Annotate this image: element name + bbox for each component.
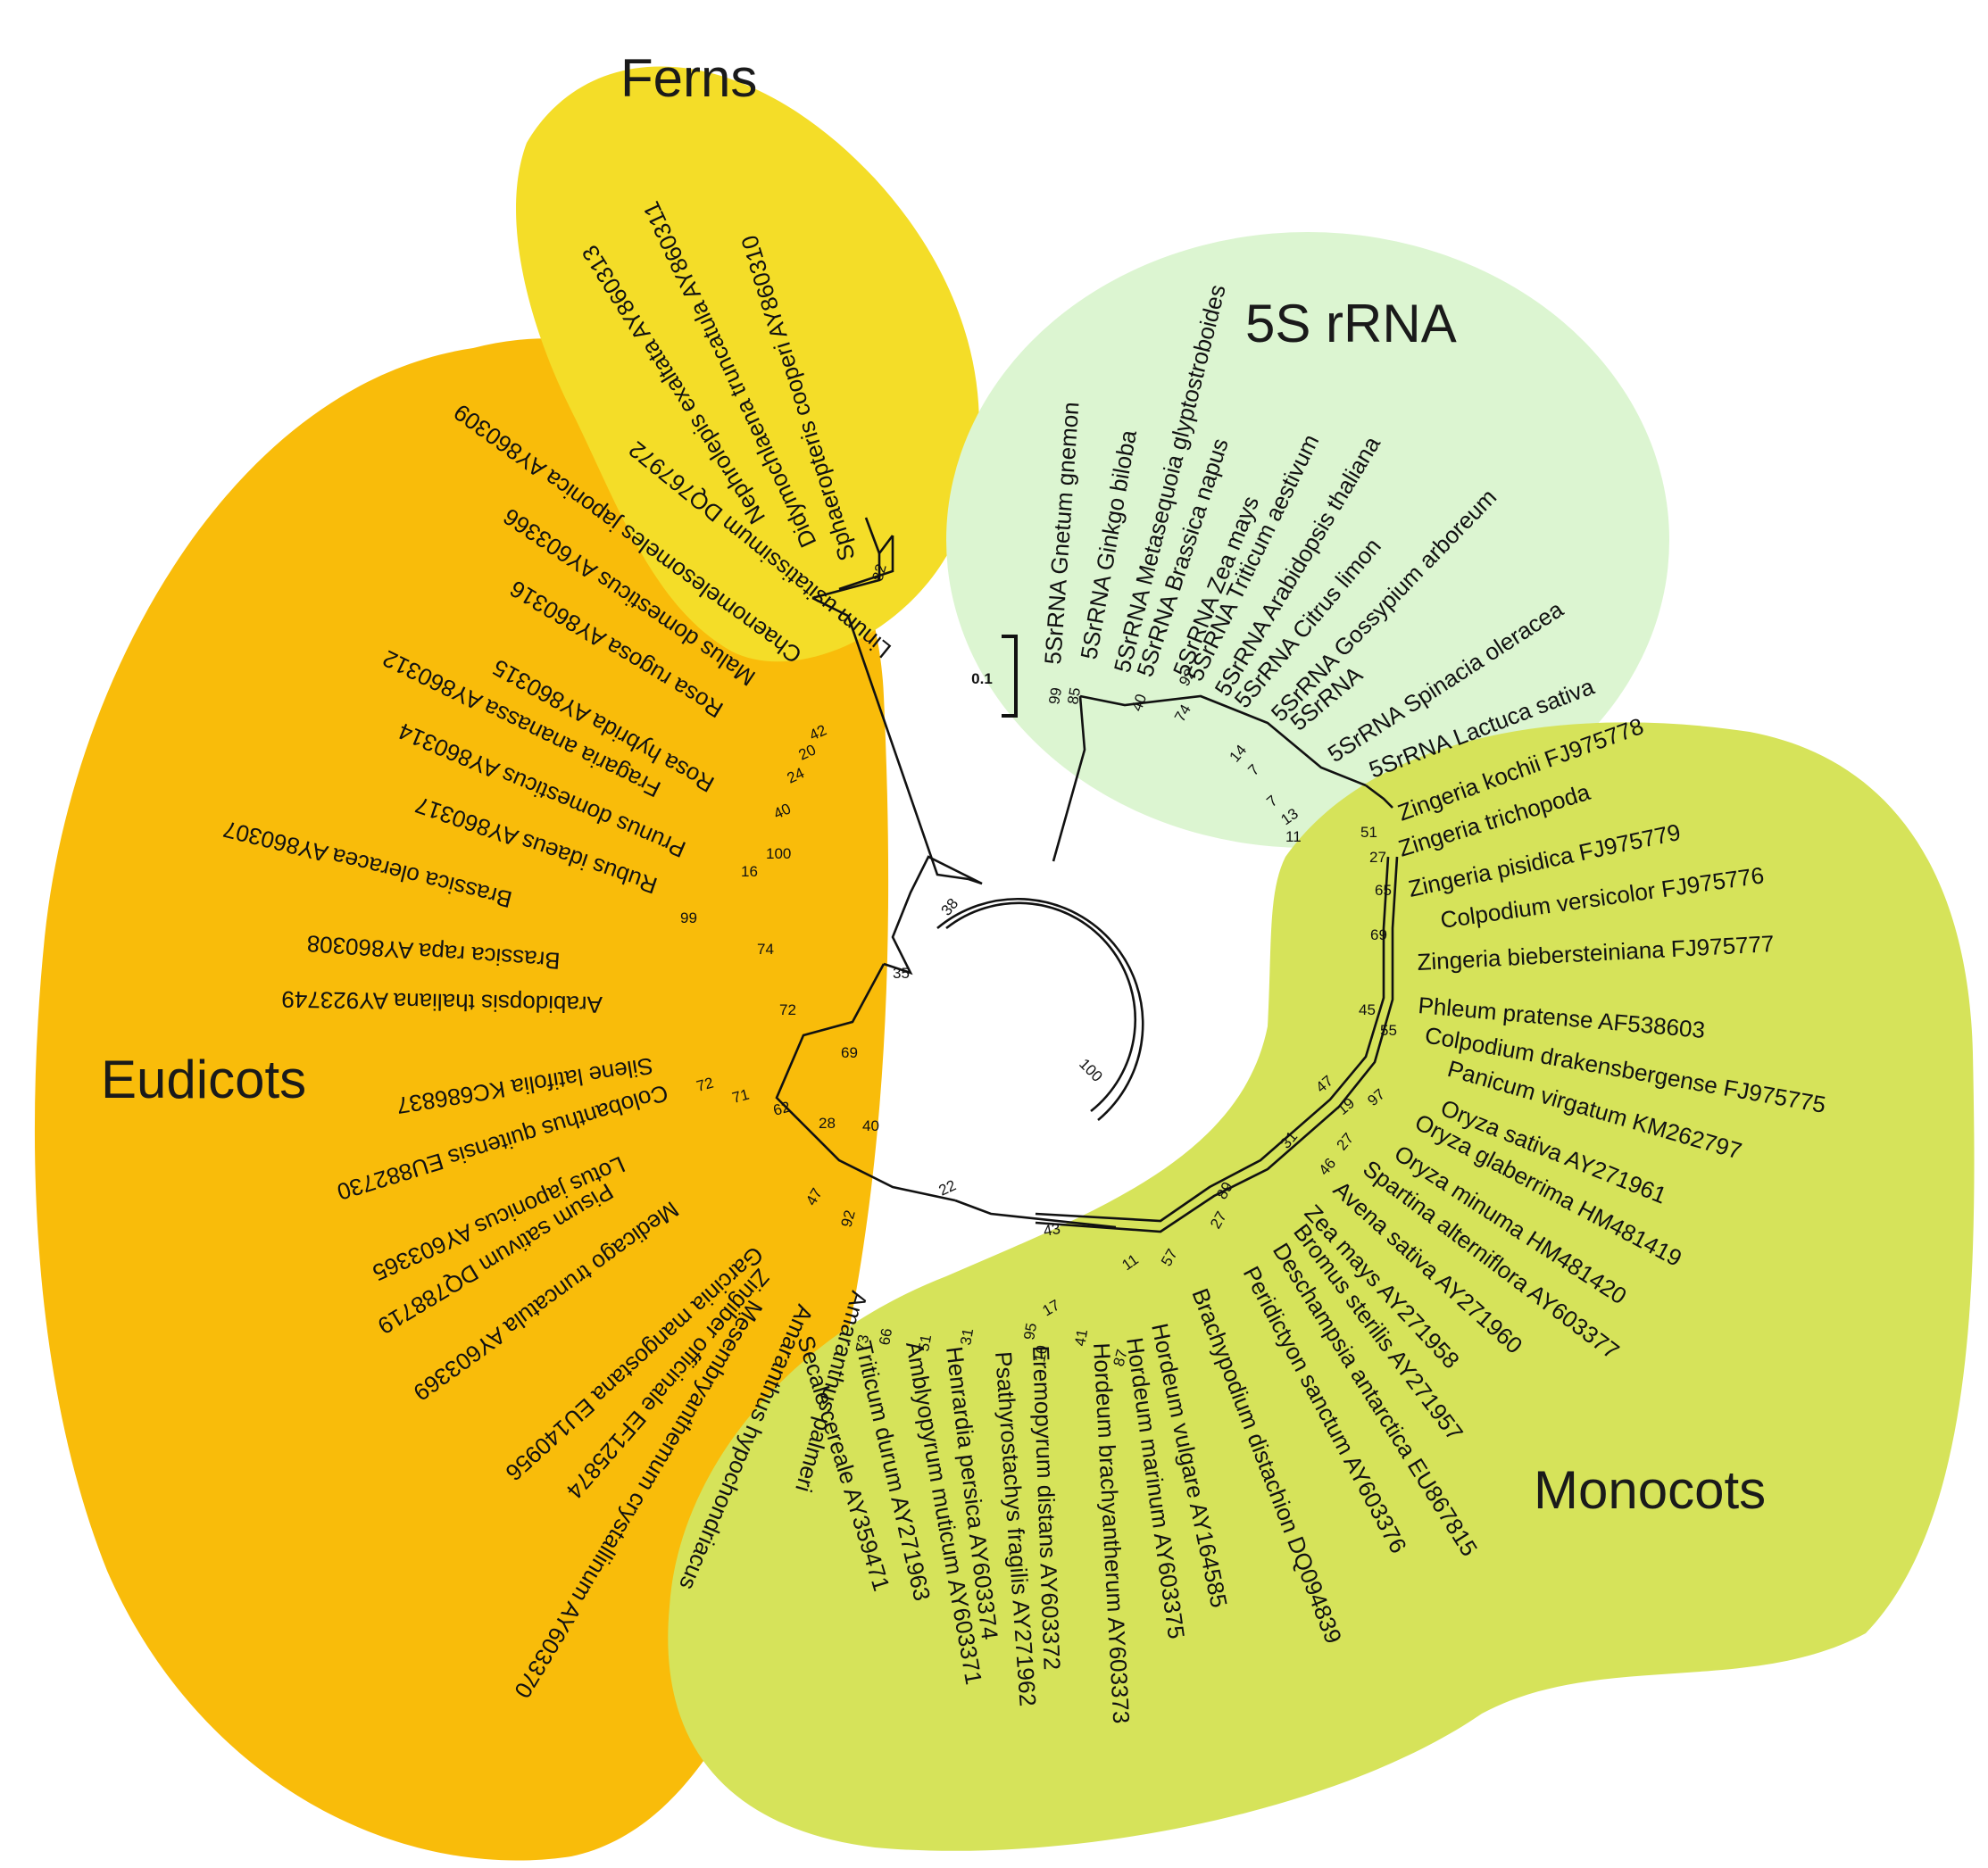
bootstrap-value: 99 <box>1045 686 1065 706</box>
monocots-region <box>668 722 1975 1851</box>
bootstrap-value: 28 <box>819 1115 836 1132</box>
clade-title-eudicots: Eudicots <box>101 1050 306 1109</box>
bootstrap-value: 74 <box>757 941 774 958</box>
bootstrap-value: 73 <box>853 1333 872 1353</box>
eudicot-lower <box>954 1199 1117 1229</box>
leaf-label: Arabidopsis thaliana AY923749 <box>281 986 603 1018</box>
bootstrap-value: 31 <box>957 1327 977 1347</box>
ferns-region <box>516 66 979 662</box>
bootstrap-value: 11 <box>1285 828 1302 845</box>
bootstrap-value: 82 <box>869 562 890 583</box>
bootstrap-value: 92 <box>838 1208 859 1229</box>
bootstrap-value: 10 <box>1031 1344 1051 1364</box>
bootstrap-value: 72 <box>779 1001 796 1018</box>
rrna-backbone <box>1079 694 1367 787</box>
monocot-backbone <box>1035 856 1399 1233</box>
eudicots-region <box>34 338 889 1861</box>
clade-title-ferns: Ferns <box>620 48 757 108</box>
monocot-backbone2 <box>1035 856 1390 1223</box>
bootstrap-value: 55 <box>1380 1022 1397 1039</box>
scale-bar-line <box>1002 635 1018 718</box>
bootstrap-value: 35 <box>893 965 910 982</box>
bootstrap-value: 69 <box>841 1044 858 1061</box>
bootstrap-value: 51 <box>915 1333 935 1353</box>
root-ring-inner <box>945 901 1136 1113</box>
root-ring <box>936 898 1144 1121</box>
bootstrap-value: 99 <box>680 909 697 926</box>
rrna-lower <box>1365 784 1393 809</box>
bootstrap-value: 43 <box>1042 1220 1061 1240</box>
ferns-stem <box>811 596 969 881</box>
bootstrap-value: 22 <box>936 1176 959 1199</box>
bootstrap-value: 95 <box>1020 1322 1040 1341</box>
bootstrap-value: 66 <box>876 1327 895 1347</box>
bootstrap-value: 87 <box>1110 1348 1131 1368</box>
bootstrap-value: 69 <box>1370 926 1387 943</box>
bootstrap-value: 51 <box>1360 824 1377 841</box>
bootstrap-value: 40 <box>862 1117 879 1134</box>
tree-branches <box>775 517 1399 1233</box>
rrna-stem <box>1052 695 1086 862</box>
clade-title-rrna: 5S rRNA <box>1245 294 1457 353</box>
clade-title-monocots: Monocots <box>1534 1460 1766 1520</box>
bootstrap-value: 45 <box>1359 1001 1376 1018</box>
bootstrap-value: 100 <box>1076 1055 1105 1084</box>
bootstrap-value: 100 <box>766 845 791 862</box>
bootstrap-value: 27 <box>1369 849 1386 866</box>
clade-titles: Ferns 5S rRNA Eudicots Monocots <box>101 48 1766 1520</box>
scale-bar-label: 0.1 <box>971 670 993 687</box>
ferns-sub2 <box>864 517 881 554</box>
ferns-join <box>838 535 894 591</box>
rrna-region <box>946 232 1669 848</box>
bootstrap-value: 71 <box>730 1086 751 1107</box>
scale-bar: 0.1 <box>971 635 1018 718</box>
eudicot-backbone <box>775 963 956 1202</box>
bootstrap-value: 41 <box>1071 1328 1091 1348</box>
bootstrap-value: 16 <box>741 863 758 880</box>
bootstrap-value: 65 <box>1375 882 1392 899</box>
clade-backgrounds <box>34 66 1975 1861</box>
ferns-sub <box>811 535 894 600</box>
bootstrap-value: 72 <box>695 1075 715 1095</box>
bootstrap-value: 85 <box>1064 686 1084 706</box>
ferns-alt <box>883 855 983 976</box>
bootstrap-value: 62 <box>771 1099 792 1119</box>
